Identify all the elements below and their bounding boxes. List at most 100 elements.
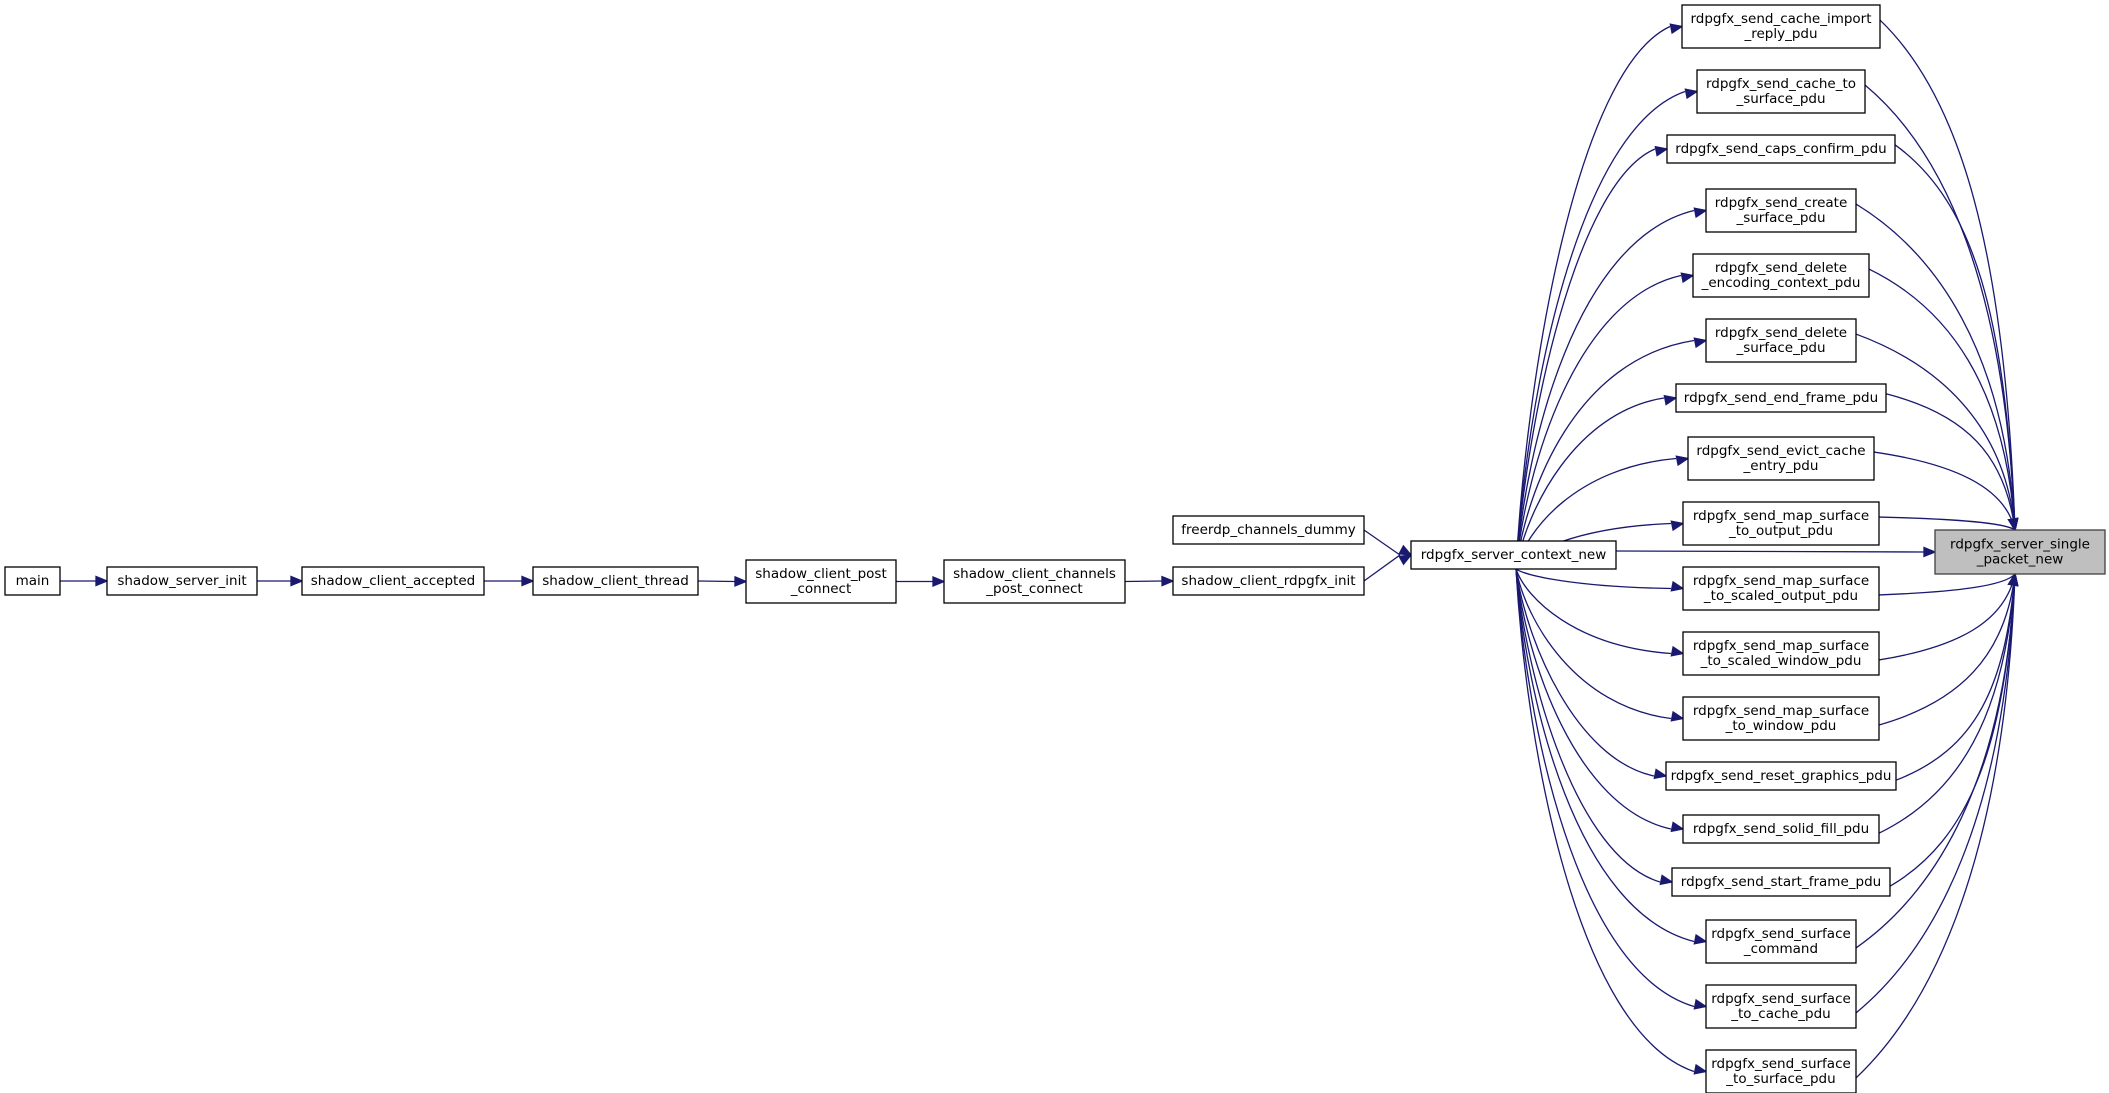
node-rdpgfx-send-solid-fill-pdu[interactable]: rdpgfx_send_solid_fill_pdu: [1682, 814, 1880, 844]
node-label: rdpgfx_send_map_surface: [1693, 573, 1869, 589]
node-label: rdpgfx_send_surface: [1711, 926, 1851, 942]
node-label: rdpgfx_send_end_frame_pdu: [1684, 390, 1878, 406]
edge-shadow-client-thread-to-shadow-client-post-connect: [697, 575, 748, 587]
arrow-head-icon: [290, 575, 304, 587]
node-box: [1172, 566, 1365, 596]
edge-line: [1363, 529, 1401, 556]
node-label: shadow_client_channels: [953, 566, 1116, 582]
node-box: [1705, 188, 1857, 233]
node-shadow-client-post-connect[interactable]: shadow_client_post_connect: [745, 559, 897, 604]
edge-line: [1879, 19, 2016, 531]
arrow-head-icon: [1923, 546, 1937, 558]
arrow-head-icon: [1669, 23, 1684, 35]
node-rdpgfx-send-evict-cache-entry-pdu[interactable]: rdpgfx_send_evict_cache_entry_pdu: [1687, 436, 1875, 481]
node-rdpgfx-send-delete-encoding-context-pdu[interactable]: rdpgfx_send_delete_encoding_context_pdu: [1692, 253, 1870, 298]
node-rdpgfx-send-create-surface-pdu[interactable]: rdpgfx_send_create_surface_pdu: [1705, 188, 1857, 233]
edge-line: [1515, 274, 1682, 570]
node-rdpgfx-send-end-frame-pdu[interactable]: rdpgfx_send_end_frame_pdu: [1675, 383, 1887, 413]
edge-rdpgfx-send-map-surface-to-scaled-output-pdu-to-rdpgfx-server-single-packet-new: [1878, 572, 2019, 596]
edge-rdpgfx-send-map-surface-to-scaled-window-pdu-to-rdpgfx-server-single-packet-new: [1878, 572, 2019, 661]
edge-rdpgfx-server-context-new-to-rdpgfx-send-delete-encoding-context-pdu: [1515, 272, 1695, 570]
edge-shadow-client-rdpgfx-init-to-rdpgfx-server-context-new: [1363, 554, 1413, 582]
edge-line: [1515, 568, 1672, 830]
node-rdpgfx-send-reset-graphics-pdu[interactable]: rdpgfx_send_reset_graphics_pdu: [1665, 761, 1897, 791]
edge-line: [1515, 568, 1695, 1073]
node-shadow-client-rdpgfx-init[interactable]: shadow_client_rdpgfx_init: [1172, 566, 1365, 596]
node-rdpgfx-send-cache-import-reply-pdu[interactable]: rdpgfx_send_cache_import_reply_pdu: [1681, 4, 1881, 49]
node-rdpgfx-server-single-packet-new[interactable]: rdpgfx_server_single_packet_new: [1934, 529, 2106, 575]
edge-rdpgfx-send-surface-to-surface-pdu-to-rdpgfx-server-single-packet-new: [1855, 572, 2019, 1079]
node-box: [532, 566, 699, 596]
node-box: [1665, 761, 1897, 791]
node-label: _surface_pdu: [1735, 340, 1825, 356]
node-rdpgfx-send-surface-command[interactable]: rdpgfx_send_surface_command: [1705, 919, 1857, 964]
arrow-head-icon: [1654, 145, 1669, 157]
arrow-head-icon: [1693, 337, 1708, 349]
arrow-head-icon: [1663, 394, 1678, 406]
edge-rdpgfx-server-context-new-to-rdpgfx-send-surface-to-surface-pdu: [1515, 568, 1708, 1075]
node-main[interactable]: main: [4, 566, 61, 596]
node-rdpgfx-send-surface-to-cache-pdu[interactable]: rdpgfx_send_surface_to_cache_pdu: [1705, 984, 1857, 1029]
edge-rdpgfx-server-context-new-to-rdpgfx-send-solid-fill-pdu: [1515, 568, 1685, 833]
edge-rdpgfx-server-context-new-to-rdpgfx-server-single-packet-new: [1615, 546, 1937, 558]
edge-line: [1855, 573, 2016, 949]
node-label: _to_window_pdu: [1725, 718, 1837, 734]
node-shadow-client-accepted[interactable]: shadow_client_accepted: [301, 566, 485, 596]
node-label: rdpgfx_send_create: [1715, 195, 1848, 211]
node-box: [106, 566, 258, 596]
edge-rdpgfx-server-context-new-to-rdpgfx-send-map-surface-to-scaled-output-pdu: [1515, 568, 1685, 592]
node-label: _packet_new: [1976, 552, 2064, 568]
node-label: _reply_pdu: [1743, 26, 1817, 42]
edge-line: [1515, 25, 1671, 570]
node-label: _to_surface_pdu: [1725, 1071, 1835, 1087]
node-shadow-client-channels-post-connect[interactable]: shadow_client_channels_post_connect: [943, 559, 1126, 604]
edge-line: [1515, 568, 1661, 883]
edge-rdpgfx-server-context-new-to-rdpgfx-send-cache-import-reply-pdu: [1515, 23, 1684, 570]
edge-rdpgfx-send-map-surface-to-window-pdu-to-rdpgfx-server-single-packet-new: [1878, 572, 2019, 726]
node-label: freerdp_channels_dummy: [1181, 522, 1355, 538]
node-rdpgfx-send-delete-surface-pdu[interactable]: rdpgfx_send_delete_surface_pdu: [1705, 318, 1857, 363]
edge-rdpgfx-server-context-new-to-rdpgfx-send-cache-to-surface-pdu: [1515, 88, 1699, 570]
node-label: rdpgfx_send_evict_cache: [1696, 443, 1865, 459]
node-shadow-server-init[interactable]: shadow_server_init: [106, 566, 258, 596]
node-label: rdpgfx_send_delete: [1715, 325, 1847, 341]
edge-main-to-shadow-server-init: [60, 575, 109, 587]
arrow-head-icon: [1693, 998, 1708, 1010]
node-label: _connect: [790, 581, 852, 597]
edge-line: [1855, 573, 2016, 1014]
edge-shadow-client-post-connect-to-shadow-client-channels-post-connect: [896, 576, 946, 587]
node-shadow-client-thread[interactable]: shadow_client_thread: [532, 566, 699, 596]
node-label: _to_scaled_output_pdu: [1703, 588, 1858, 604]
arrow-head-icon: [1675, 455, 1690, 467]
edge-line: [1885, 393, 2016, 531]
node-rdpgfx-send-caps-confirm-pdu[interactable]: rdpgfx_send_caps_confirm_pdu: [1666, 134, 1896, 164]
edge-rdpgfx-server-context-new-to-rdpgfx-send-delete-surface-pdu: [1515, 337, 1708, 570]
node-box: [1682, 566, 1880, 611]
node-box: [1682, 501, 1880, 546]
edge-line: [1515, 568, 1695, 943]
edge-line: [1515, 90, 1686, 570]
node-rdpgfx-send-cache-to-surface-pdu[interactable]: rdpgfx_send_cache_to_surface_pdu: [1696, 69, 1866, 114]
edge-line: [1895, 573, 2016, 781]
node-freerdp-channels-dummy[interactable]: freerdp_channels_dummy: [1172, 515, 1365, 545]
edge-rdpgfx-send-evict-cache-entry-pdu-to-rdpgfx-server-single-packet-new: [1873, 451, 2019, 532]
node-box: [301, 566, 485, 596]
edge-rdpgfx-send-delete-encoding-context-pdu-to-rdpgfx-server-single-packet-new: [1868, 268, 2019, 532]
node-rdpgfx-server-context-new[interactable]: rdpgfx_server_context_new: [1410, 540, 1617, 570]
node-rdpgfx-send-map-surface-to-scaled-window-pdu[interactable]: rdpgfx_send_map_surface_to_scaled_window…: [1682, 631, 1880, 676]
edge-line: [1515, 568, 1672, 720]
node-rdpgfx-send-map-surface-to-output-pdu[interactable]: rdpgfx_send_map_surface_to_output_pdu: [1682, 501, 1880, 546]
arrow-head-icon: [2007, 517, 2019, 532]
node-label: rdpgfx_send_delete: [1715, 260, 1847, 276]
node-label: _to_output_pdu: [1728, 523, 1833, 539]
arrow-head-icon: [1670, 580, 1685, 592]
node-rdpgfx-send-start-frame-pdu[interactable]: rdpgfx_send_start_frame_pdu: [1671, 867, 1891, 897]
edge-line: [1124, 580, 1163, 583]
node-box: [943, 559, 1126, 604]
arrow-head-icon: [521, 575, 535, 587]
node-rdpgfx-send-surface-to-surface-pdu[interactable]: rdpgfx_send_surface_to_surface_pdu: [1705, 1049, 1857, 1093]
arrow-head-icon: [1670, 710, 1685, 722]
node-rdpgfx-send-map-surface-to-window-pdu[interactable]: rdpgfx_send_map_surface_to_window_pdu: [1682, 696, 1880, 741]
edge-rdpgfx-server-context-new-to-rdpgfx-send-start-frame-pdu: [1515, 568, 1674, 886]
node-rdpgfx-send-map-surface-to-scaled-output-pdu[interactable]: rdpgfx_send_map_surface_to_scaled_output…: [1682, 566, 1880, 611]
